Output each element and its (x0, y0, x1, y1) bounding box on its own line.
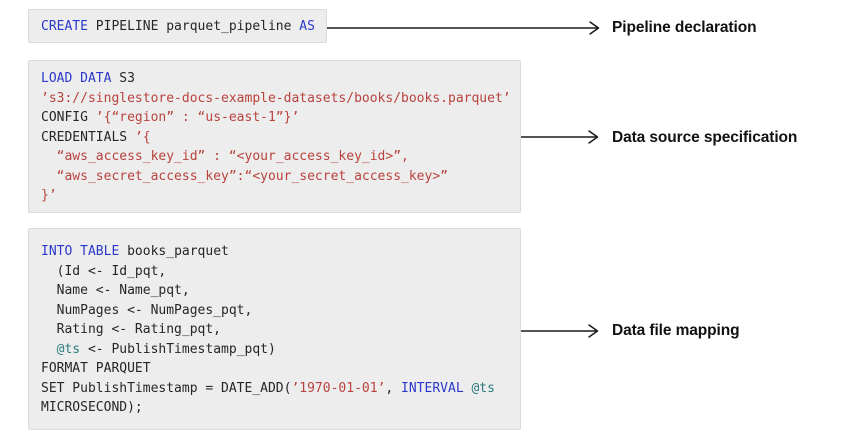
arrow-icon-pipeline-declaration (327, 21, 600, 35)
code-block-pipeline-declaration: CREATE PIPELINE parquet_pipeline AS (28, 9, 327, 43)
code-content-pipeline-declaration: CREATE PIPELINE parquet_pipeline AS (41, 19, 315, 34)
annotation-pipeline-declaration: Pipeline declaration (612, 19, 757, 36)
annotation-data-file-mapping: Data file mapping (612, 322, 740, 339)
arrow-icon-data-file-mapping (521, 324, 599, 338)
code-content-data-source-specification: LOAD DATA S3’s3://singlestore-docs-examp… (41, 71, 511, 203)
code-content-data-file-mapping: INTO TABLE books_parquet (Id <- Id_pqt, … (41, 244, 495, 415)
arrow-icon-data-source-specification (521, 130, 599, 144)
annotation-data-source-specification: Data source specification (612, 129, 798, 146)
code-block-data-source-specification: LOAD DATA S3’s3://singlestore-docs-examp… (28, 60, 521, 213)
code-block-data-file-mapping: INTO TABLE books_parquet (Id <- Id_pqt, … (28, 228, 521, 430)
